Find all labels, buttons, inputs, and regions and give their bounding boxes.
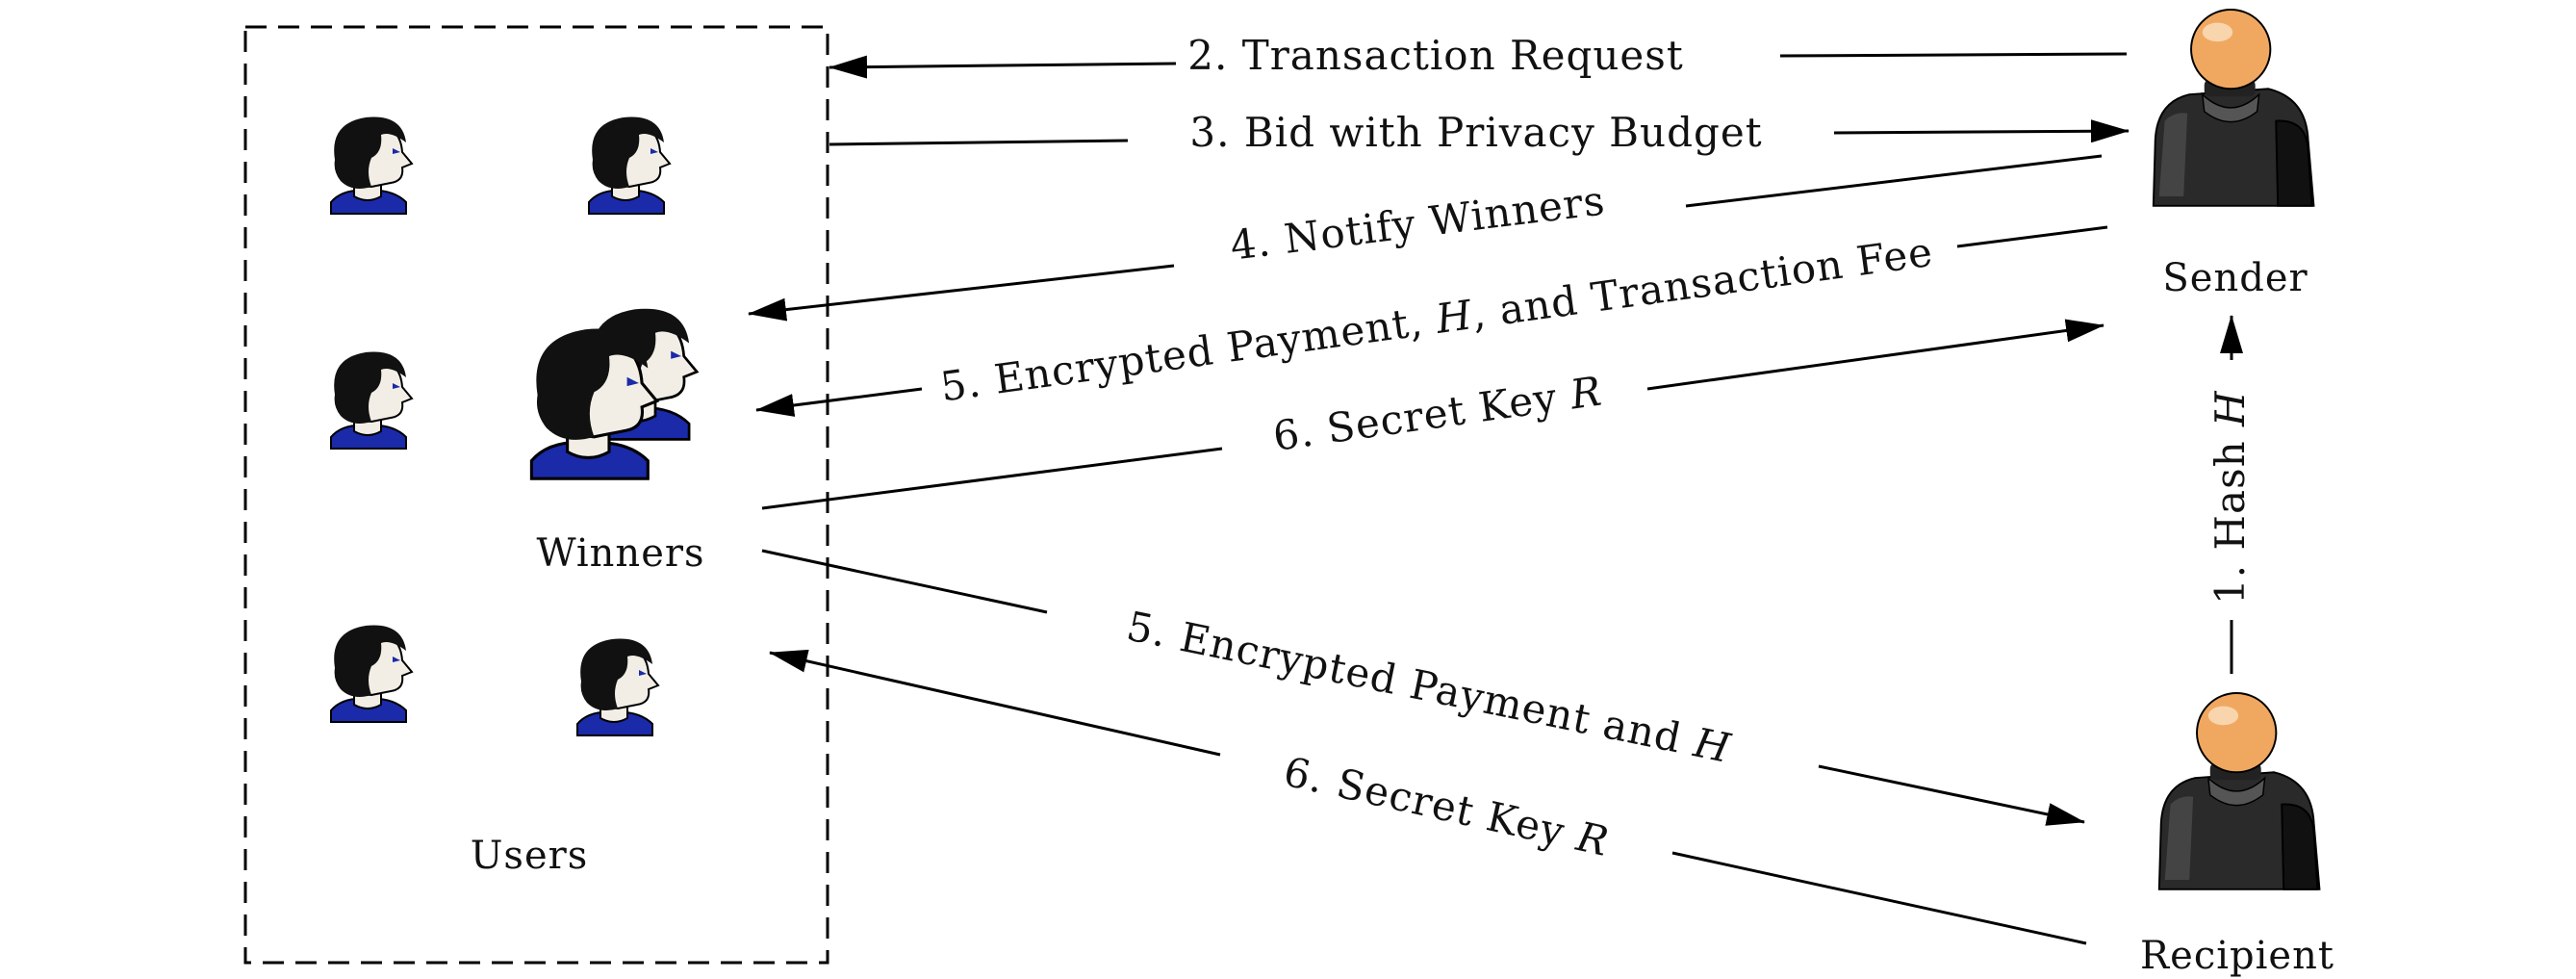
recipient-person-icon	[2157, 691, 2321, 890]
user-head-icon	[330, 624, 413, 723]
sender-label: Sender	[2162, 256, 2308, 300]
edge-label-secret-key-recipient: 6. Secret Key R	[1280, 748, 1614, 865]
users-label: Users	[471, 834, 589, 878]
bid-line	[829, 139, 1129, 146]
sender-person-icon	[2152, 8, 2315, 207]
bid-arrow	[1833, 119, 2130, 143]
edge-label-transaction-request: 2. Transaction Request	[1187, 32, 1683, 79]
transaction-request-arrow	[829, 55, 1177, 79]
winner-head-icon	[529, 326, 659, 480]
secret-key-recipient-line	[1671, 851, 2087, 945]
transaction-request-line	[1779, 52, 2128, 58]
secret-key-sender-arrow	[1646, 319, 2104, 391]
edge-label-payment-recipient: 5. Encrypted Payment and H	[1123, 603, 1736, 773]
user-head-icon	[330, 116, 413, 215]
notify-arrow	[748, 264, 1175, 322]
user-head-icon	[576, 637, 659, 736]
edge-label-secret-key-sender: 6. Secret Key R	[1270, 367, 1605, 459]
secret-key-sender-line	[761, 447, 1223, 510]
winners-label: Winners	[536, 531, 704, 576]
edge-label-notify: 4. Notify Winners	[1228, 176, 1608, 269]
payment-fee-arrow	[755, 387, 923, 417]
edge-label-payment-fee: 5. Encrypted Payment, H, and Transaction…	[937, 228, 1935, 411]
user-head-icon	[330, 350, 413, 450]
users-box	[243, 25, 829, 965]
payment-recipient-line	[761, 549, 1048, 614]
notify-line	[1685, 154, 2103, 208]
recipient-label: Recipient	[2140, 934, 2334, 978]
edge-label-bid: 3. Bid with Privacy Budget	[1189, 109, 1762, 156]
payment-recipient-arrow	[1818, 764, 2085, 826]
payment-fee-line	[1956, 225, 2108, 248]
user-head-icon	[588, 116, 671, 215]
secret-key-recipient-arrow	[769, 649, 1221, 757]
edge-label-hash: 1. Hash H	[2206, 390, 2254, 605]
